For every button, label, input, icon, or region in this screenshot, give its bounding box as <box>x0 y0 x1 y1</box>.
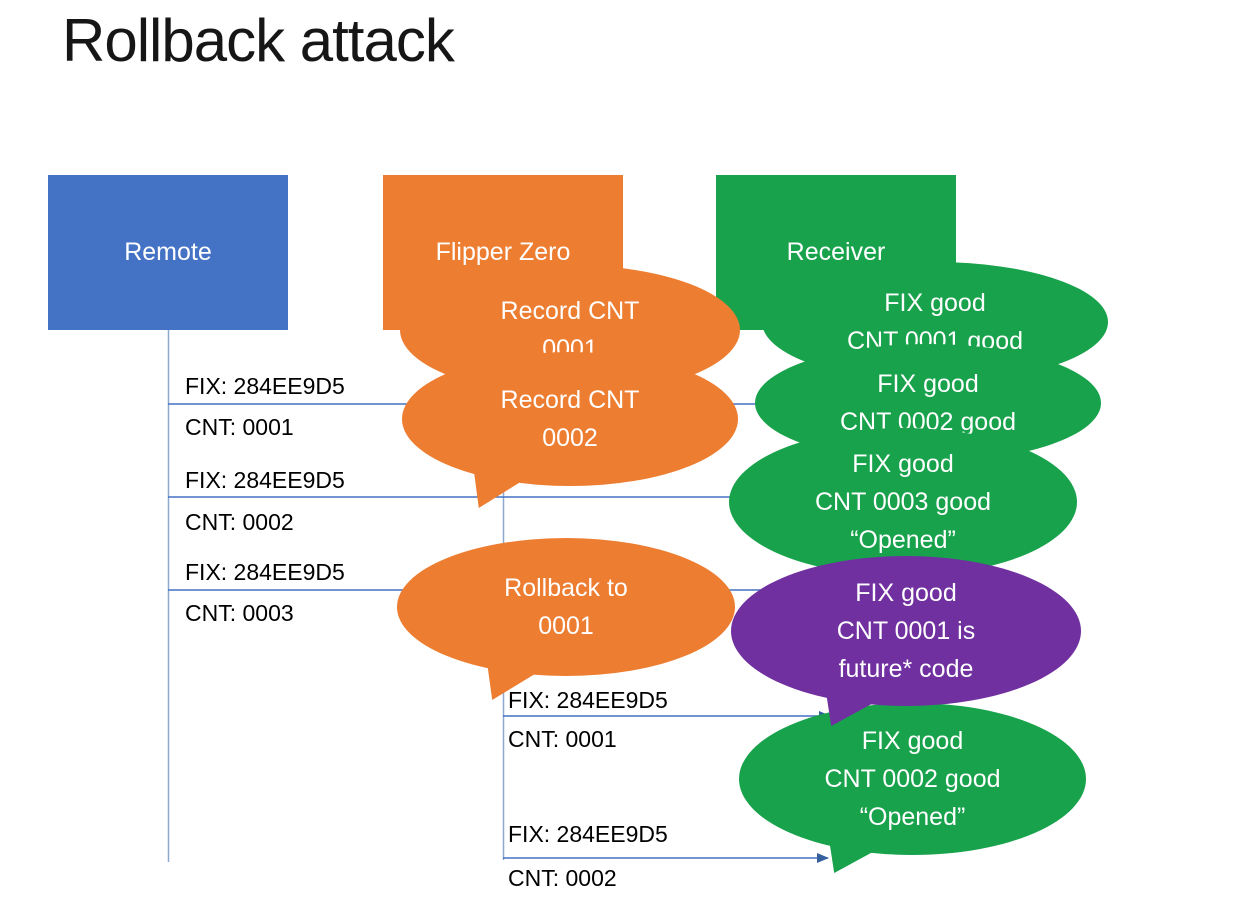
bubble-ack-cnt-0003-opened: FIX good CNT 0003 good “Opened” <box>729 428 1077 576</box>
bubble-ack-cnt-0002-opened: FIX good CNT 0002 good “Opened” <box>739 703 1086 873</box>
bubble-line: FIX good <box>855 579 957 607</box>
bubble-line: 0002 <box>542 424 598 452</box>
bubble-reject-cnt-0001-future: FIX good CNT 0001 is future* code <box>731 556 1081 726</box>
bubble-ellipse: FIX good CNT 0001 is future* code <box>731 556 1081 706</box>
message-5-fix-label: FIX: 284EE9D5 <box>508 821 668 847</box>
message-4-fix-label: FIX: 284EE9D5 <box>508 687 668 713</box>
bubble-line: FIX good <box>884 289 986 317</box>
bubble-line: CNT 0001 is <box>836 617 976 645</box>
message-4-cnt-label: CNT: 0001 <box>508 726 617 752</box>
bubble-line: future* code <box>838 655 974 683</box>
message-2-cnt-label: CNT: 0002 <box>185 509 294 535</box>
bubble-line: CNT 0003 good <box>814 488 992 516</box>
message-3-fix-label: FIX: 284EE9D5 <box>185 559 345 585</box>
receiver-label: Receiver <box>786 238 886 266</box>
bubble-ellipse: Rollback to 0001 <box>397 538 735 676</box>
bubble-line: CNT 0002 good <box>824 765 1001 793</box>
remote-label: Remote <box>124 238 212 266</box>
remote-box: Remote <box>48 175 288 330</box>
bubble-record-cnt-0002: Record CNT 0002 <box>402 352 738 508</box>
bubble-line: FIX good <box>877 370 979 398</box>
message-2-fix-label: FIX: 284EE9D5 <box>185 467 345 493</box>
bubble-line: “Opened” <box>850 526 956 554</box>
flipper-zero-label: Flipper Zero <box>435 238 571 266</box>
bubble-ellipse: Record CNT 0002 <box>402 352 738 486</box>
message-1-cnt-label: CNT: 0001 <box>185 414 294 440</box>
bubble-rollback-to-0001: Rollback to 0001 <box>397 538 735 700</box>
bubble-line: FIX good <box>861 727 964 755</box>
bubble-line: FIX good <box>852 450 954 478</box>
bubble-line: 0001 <box>538 612 594 640</box>
message-5-cnt-label: CNT: 0002 <box>508 865 617 891</box>
slide-title: Rollback attack <box>62 7 455 74</box>
message-3-cnt-label: CNT: 0003 <box>185 600 294 626</box>
message-1-fix-label: FIX: 284EE9D5 <box>185 373 345 399</box>
bubble-ellipse: FIX good CNT 0003 good “Opened” <box>729 428 1077 576</box>
bubble-ellipse: FIX good CNT 0002 good “Opened” <box>739 703 1086 855</box>
bubble-line: Record CNT <box>500 297 640 325</box>
bubble-line: Record CNT <box>500 386 640 414</box>
bubble-line: Rollback to <box>504 574 628 602</box>
bubble-line: “Opened” <box>859 803 966 831</box>
